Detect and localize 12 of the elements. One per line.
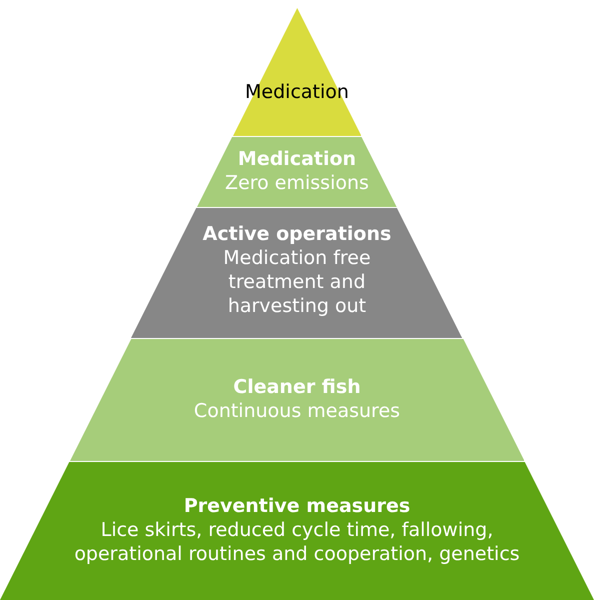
tier-heading: Medication	[238, 147, 356, 171]
tier-heading: Active operations	[202, 222, 392, 246]
tier-heading: Preventive measures	[184, 494, 410, 518]
tier-description: Medication free treatment and harvesting out	[222, 246, 372, 318]
pyramid-tier	[131, 208, 463, 338]
pyramid-tier	[0, 462, 594, 600]
tier-description: Continuous measures	[194, 399, 400, 423]
tier-description: Zero emissions	[225, 171, 369, 195]
pyramid-tier	[232, 8, 362, 136]
tier-heading: Cleaner fish	[233, 375, 361, 399]
pyramid-tier	[70, 339, 524, 461]
tier-description: Lice skirts, reduced cycle time, fallowing, operational routines and cooperation, genetics	[73, 518, 521, 566]
